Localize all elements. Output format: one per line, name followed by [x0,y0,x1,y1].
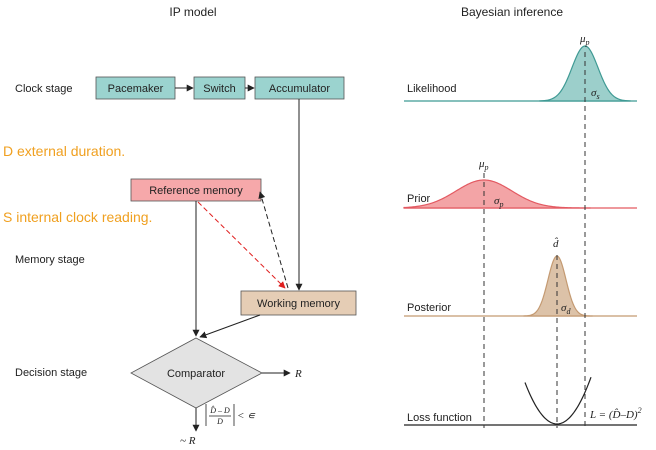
posterior-label: Posterior [407,302,451,314]
likelihood-label: Likelihood [407,83,457,95]
posterior-d-hat-symbol: d̂ [553,237,559,250]
loss-formula-exponent: 2 [638,406,642,415]
prior-curve [403,179,591,209]
bayesian-inference-header: Bayesian inference [461,5,563,19]
working-memory-label: Working memory [257,298,340,310]
working-to-reference-dashed-arrow [258,191,289,289]
mu-symbol: μ [579,33,586,45]
prior-sigma-symbol: σp [494,195,503,209]
pacemaker-label: Pacemaker [108,83,164,95]
posterior-curve [523,255,593,317]
loss-function-label: Loss function [407,412,472,424]
prior-label: Prior [407,193,431,205]
memory-stage-label: Memory stage [15,254,85,266]
condition-less-than-eps: < ∊ [237,410,256,422]
condition-denominator: D [216,417,223,426]
mu-symbol: μ [478,158,485,170]
reference-memory-label: Reference memory [149,185,243,197]
working-to-comparator-arrow [199,314,261,339]
decision-condition: D̂ – D D < ∊ [205,404,256,426]
decision-stage-label: Decision stage [15,367,87,379]
likelihood-mu-symbol: μp [579,33,590,47]
accumulator-label: Accumulator [269,83,330,95]
r-output-label: R [294,368,302,380]
mu-subscript: p [585,38,590,47]
loss-curve [524,376,592,425]
d-external-duration-note: D external duration. [3,143,125,159]
loss-formula: L = (D̂–D)2 [589,406,642,421]
s-internal-clock-note: S internal clock reading. [3,209,152,225]
prior-mu-symbol: μp [478,158,489,172]
likelihood-sigma-symbol: σs [591,87,600,101]
sigma-symbol: σ [591,87,597,99]
comparator-label: Comparator [167,368,225,380]
not-r-output-label: ~ R [180,435,196,447]
sigma-symbol: σ [561,302,567,314]
sigma-symbol: σ [494,195,500,207]
switch-label: Switch [203,83,235,95]
reference-to-working-dashed-arrow [197,201,286,289]
mu-subscript: p [484,163,489,172]
sigma-subscript: d [566,307,571,316]
ip-model-header: IP model [169,5,216,19]
working-memory-box [240,290,357,316]
sigma-subscript: p [498,200,503,209]
condition-numerator: D̂ – D [209,405,230,415]
loss-formula-body: L = (D̂–D) [589,408,638,421]
clock-stage-label: Clock stage [15,83,72,95]
sigma-subscript: s [596,92,599,101]
posterior-sigma-symbol: σd [561,302,571,316]
